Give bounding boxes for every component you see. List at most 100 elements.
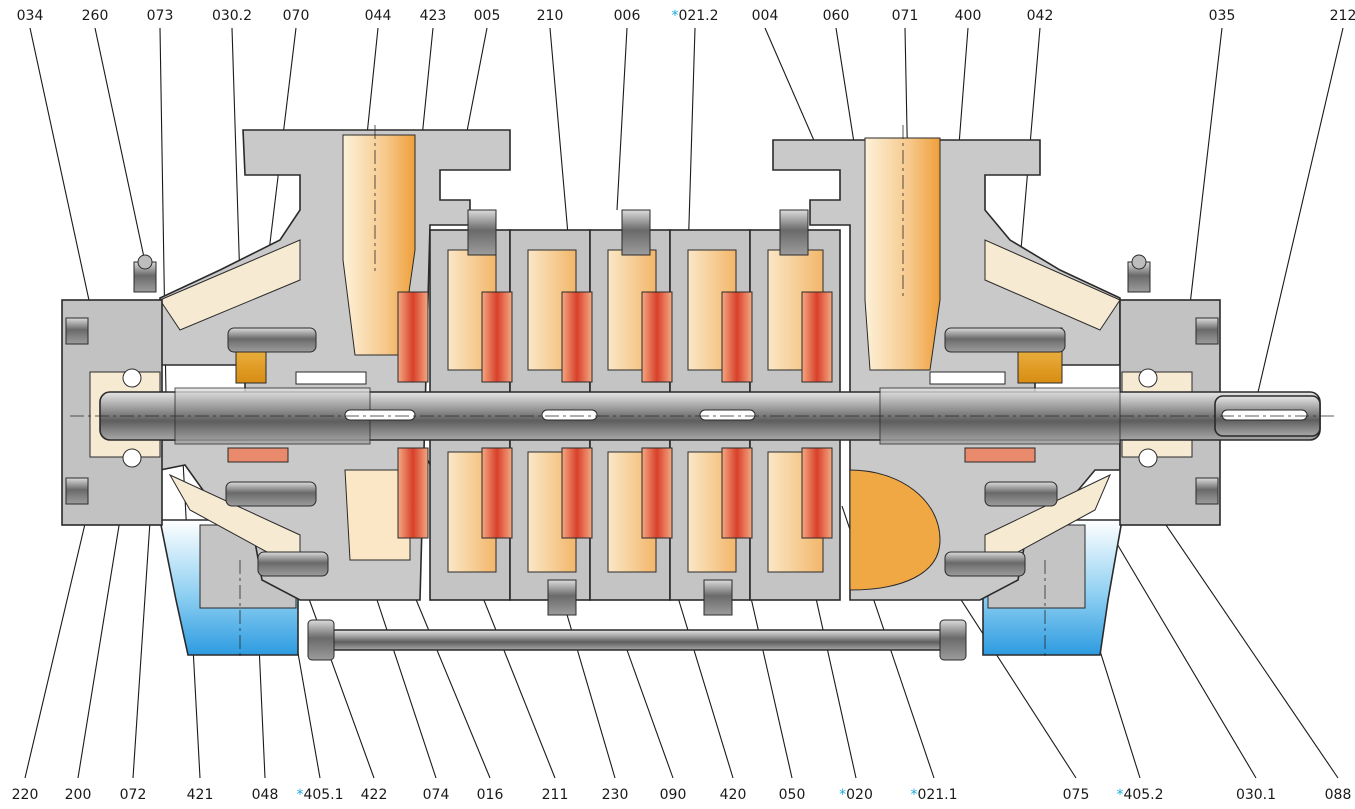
part-number: 020 <box>846 787 873 803</box>
stage-bolts-top <box>467 209 809 256</box>
part-number: 048 <box>252 787 279 803</box>
part-label: 260 <box>82 8 109 24</box>
part-label: 075 <box>1063 787 1090 803</box>
part-label: 220 <box>12 787 39 803</box>
part-label: 044 <box>365 8 392 24</box>
part-number: 074 <box>423 787 450 803</box>
part-label: 070 <box>283 8 310 24</box>
part-number: 006 <box>614 8 641 24</box>
discharge-outlet-passage <box>864 137 941 371</box>
part-label: 090 <box>660 787 687 803</box>
part-label: *021.2 <box>671 8 718 24</box>
part-label: 006 <box>614 8 641 24</box>
part-number: 212 <box>1330 8 1355 24</box>
part-number: 016 <box>477 787 504 803</box>
left-bearing-ball-lower <box>122 448 142 468</box>
impeller <box>641 291 673 383</box>
impeller <box>801 291 833 383</box>
right-bearing-ball-upper <box>1138 368 1158 388</box>
keyway <box>541 409 598 421</box>
part-number: 220 <box>12 787 39 803</box>
part-label: 420 <box>720 787 747 803</box>
center-lines <box>70 125 1335 660</box>
part-number: 210 <box>537 8 564 24</box>
part-label: 030.2 <box>212 8 252 24</box>
keyway <box>1221 409 1308 421</box>
right-bearing-ball-lower <box>1138 448 1158 468</box>
impeller <box>641 447 673 539</box>
part-number: 405.2 <box>1123 787 1163 803</box>
impeller <box>561 447 593 539</box>
spare-part-marker: * <box>910 787 917 803</box>
left-grease-nipple-cap <box>137 254 153 270</box>
part-label: 210 <box>537 8 564 24</box>
part-number: 075 <box>1063 787 1090 803</box>
tie-rod <box>307 619 967 661</box>
left-bearing-ball-upper <box>122 368 142 388</box>
part-label: 088 <box>1325 787 1352 803</box>
pump-stages <box>397 209 841 616</box>
part-number: 004 <box>752 8 779 24</box>
part-label: 212 <box>1330 8 1355 24</box>
part-label: 016 <box>477 787 504 803</box>
part-number: 200 <box>65 787 92 803</box>
stage-bolts-bottom <box>547 579 733 616</box>
part-number: 073 <box>147 8 174 24</box>
part-label: 004 <box>752 8 779 24</box>
keyway <box>699 409 756 421</box>
part-label: 005 <box>474 8 501 24</box>
part-label: 200 <box>65 787 92 803</box>
spare-part-marker: * <box>296 787 303 803</box>
part-number: 005 <box>474 8 501 24</box>
part-label: 060 <box>823 8 850 24</box>
part-number: 071 <box>892 8 919 24</box>
part-number: 400 <box>955 8 982 24</box>
part-number: 050 <box>779 787 806 803</box>
suction-lower-passage <box>344 469 411 561</box>
part-label: 400 <box>955 8 982 24</box>
part-label: 230 <box>602 787 629 803</box>
impellers-upper <box>397 291 833 383</box>
part-label: 030.1 <box>1236 787 1276 803</box>
impeller <box>481 291 513 383</box>
part-label: 034 <box>17 8 44 24</box>
part-number: 072 <box>120 787 147 803</box>
left-packing <box>295 371 367 385</box>
impeller <box>481 447 513 539</box>
part-number: 420 <box>720 787 747 803</box>
part-number: 090 <box>660 787 687 803</box>
part-number: 034 <box>17 8 44 24</box>
part-label: *405.2 <box>1116 787 1163 803</box>
left-lower-seal <box>227 447 289 463</box>
part-number: 044 <box>365 8 392 24</box>
part-label: 073 <box>147 8 174 24</box>
impeller <box>561 291 593 383</box>
impeller <box>721 447 753 539</box>
part-label: 211 <box>542 787 569 803</box>
impeller <box>801 447 833 539</box>
part-number: 021.2 <box>678 8 718 24</box>
part-number: 030.2 <box>212 8 252 24</box>
part-number: 421 <box>187 787 214 803</box>
discharge-lower-volute <box>849 469 941 591</box>
part-number: 405.1 <box>303 787 343 803</box>
spare-part-marker: * <box>839 787 846 803</box>
right-lower-seal <box>964 447 1036 463</box>
right-grease-nipple-cap <box>1131 254 1147 270</box>
part-label: 035 <box>1209 8 1236 24</box>
part-label: 050 <box>779 787 806 803</box>
part-number: 021.1 <box>917 787 957 803</box>
part-number: 035 <box>1209 8 1236 24</box>
part-label: 423 <box>420 8 447 24</box>
spare-part-marker: * <box>1116 787 1123 803</box>
part-label: 072 <box>120 787 147 803</box>
part-number: 422 <box>361 787 388 803</box>
part-number: 230 <box>602 787 629 803</box>
impellers-lower <box>397 447 833 539</box>
spare-part-marker: * <box>671 8 678 24</box>
part-label: 071 <box>892 8 919 24</box>
part-label: 074 <box>423 787 450 803</box>
top-labels: 034 260 073 030.2 070 044 423 005 210 006 *021.2 00… <box>17 8 1355 24</box>
impeller <box>397 447 429 539</box>
